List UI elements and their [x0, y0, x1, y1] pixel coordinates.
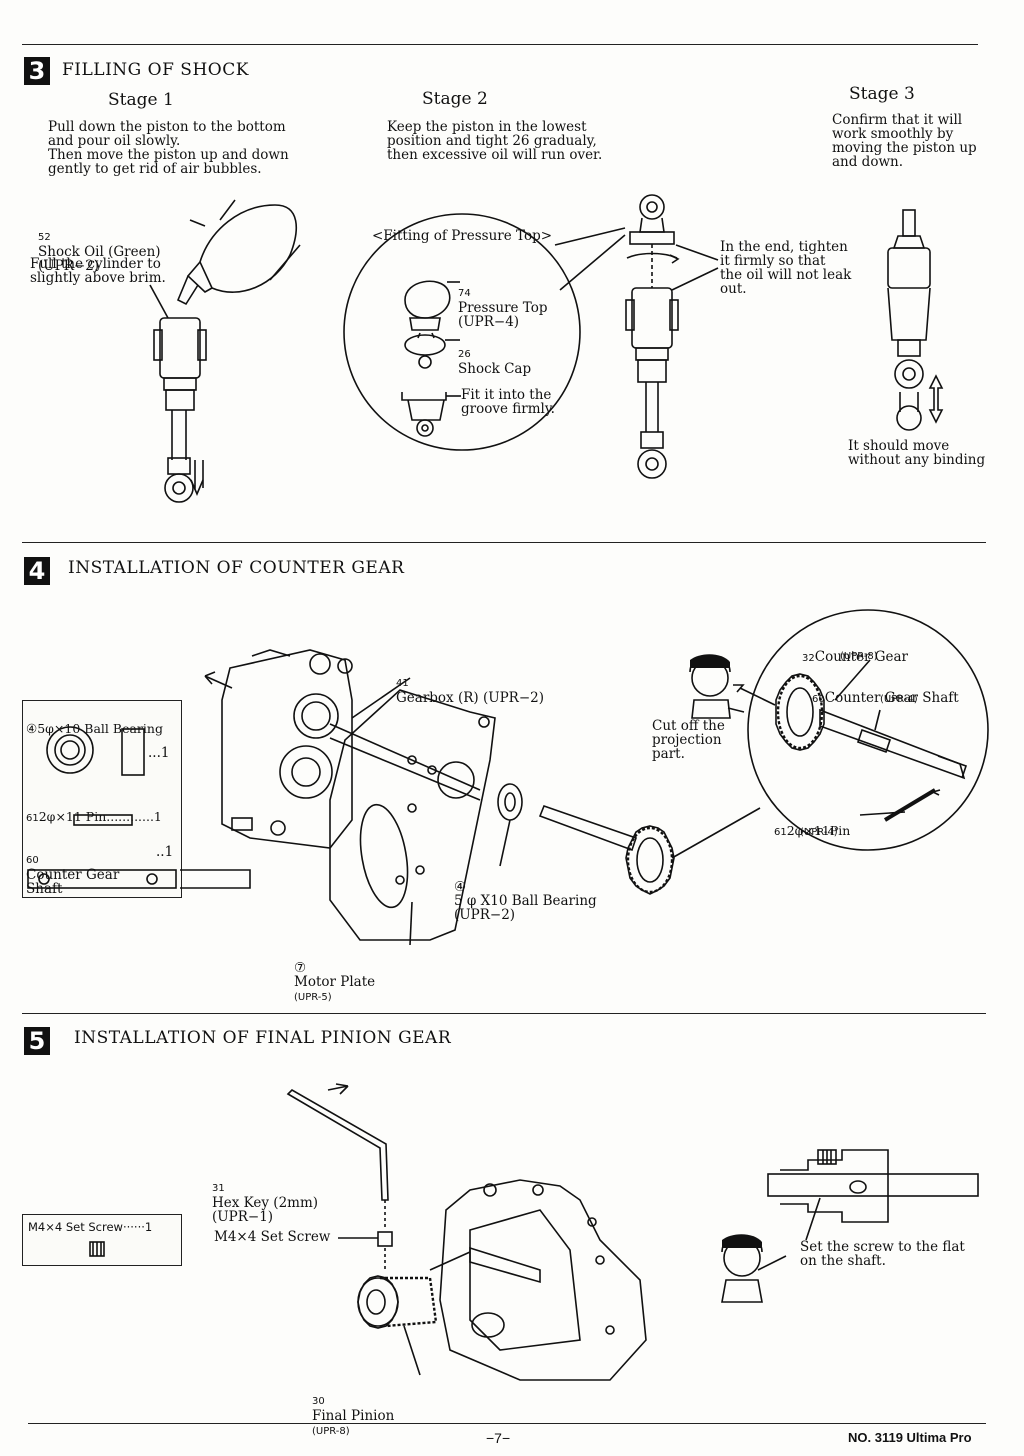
stage-3-title: Stage 3	[849, 84, 915, 104]
cg-shaft-ref: (UPR-4)	[880, 694, 918, 705]
shock-oil-text: Shock Oil (Green) (UPR−2)	[38, 244, 161, 274]
stage-2-text: Keep the piston in the lowest position a…	[387, 119, 603, 163]
pin-ref: (UPR-4)	[800, 827, 838, 838]
set-screw-label: M4×4 Set Screw	[214, 1229, 331, 1245]
pressure-top-number: 74	[458, 288, 471, 299]
cut-off-label: Cut off the projection part.	[652, 718, 725, 762]
box-bearing-qty: ...1	[148, 745, 170, 761]
box-set-screw-label: M4×4 Set Screw······1	[28, 1220, 153, 1234]
motor-plate-number: ⑦	[294, 960, 307, 976]
cg-shaft-text: Counter Gear Shaft	[824, 690, 959, 706]
fitting-title: <Fitting of Pressure Top>	[372, 228, 553, 244]
pin-number: 61	[774, 827, 787, 838]
box-pin-label: 612φ×11 Pin............1	[26, 796, 162, 826]
counter-gear-label: 32Counter Gear	[802, 636, 908, 666]
motor-plate-label: ⑦ Motor Plate (UPR-5)	[294, 947, 375, 1005]
counter-gear-ref: (UPR-8)	[840, 651, 878, 662]
section-4-parts-box	[22, 700, 182, 898]
bottom-rule	[28, 1423, 986, 1424]
shock-oil-number: 52	[38, 232, 51, 243]
shock-oil-label: 52 Shock Oil (Green) (UPR−2)	[38, 215, 161, 273]
motor-plate-ref: (UPR-5)	[294, 992, 332, 1003]
pressure-top-text: Pressure Top (UPR−4)	[458, 300, 548, 330]
shock-cap-label: 26 Shock Cap	[458, 332, 531, 376]
page-number: −7−	[486, 1430, 511, 1446]
box-shaft-text: Counter Gear Shaft	[26, 867, 120, 897]
box-shaft-qty: ..1	[156, 844, 174, 860]
pin-text: 2φ×11Pin	[786, 823, 851, 838]
tighten-label: In the end, tighten it firmly so that th…	[720, 239, 852, 297]
section-5-badge: 5	[24, 1027, 50, 1055]
section-4-badge: 4	[24, 557, 50, 585]
shock-diagrams	[149, 194, 944, 503]
bearing-text: 5 φ X10 Ball Bearing (UPR−2)	[454, 893, 597, 923]
stage-2-title: Stage 2	[422, 89, 488, 109]
pin-label: 612φ×11Pin	[774, 810, 850, 840]
final-pinion-number: 30	[312, 1396, 325, 1407]
stage-1-title: Stage 1	[108, 90, 174, 110]
shock-cap-text: Shock Cap	[458, 361, 532, 377]
document-number: NO. 3119 Ultima Pro	[848, 1430, 972, 1445]
hex-key-number: 31	[212, 1183, 225, 1194]
move-label: It should move without any binding	[848, 438, 986, 468]
cg-shaft-label: 60Counter Gear Shaft	[812, 677, 959, 707]
final-pinion-ref: (UPR-8)	[312, 1426, 350, 1437]
box-bearing-number: ④	[26, 721, 38, 736]
motor-plate-text: Motor Plate	[294, 974, 376, 990]
bearing-label: ④ 5 φ X10 Ball Bearing (UPR−2)	[454, 866, 597, 922]
counter-gear-number: 32	[802, 653, 815, 664]
hex-key-label: 31 Hex Key (2mm) (UPR−1)	[212, 1166, 318, 1224]
section-3-badge: 3	[24, 57, 50, 85]
section-5-parts-box	[22, 1214, 182, 1266]
box-shaft-number: 60	[26, 855, 39, 866]
section-3-title: FILLING OF SHOCK	[62, 60, 249, 80]
pressure-top-label: 74 Pressure Top (UPR−4)	[458, 271, 548, 329]
hex-key-text: Hex Key (2mm) (UPR−1)	[212, 1195, 319, 1225]
counter-gear-text: Counter Gear	[814, 649, 909, 665]
section-5-title: INSTALLATION OF FINAL PINION GEAR	[74, 1028, 452, 1048]
counter-gear-diagram	[27, 609, 989, 946]
cg-shaft-number: 60	[812, 694, 825, 705]
section-4-rule	[22, 542, 986, 543]
section-4-title: INSTALLATION OF COUNTER GEAR	[68, 558, 405, 578]
box-pin-number: 61	[26, 813, 39, 824]
fill-cylinder-label: Full the cylinder to slightly above brim…	[30, 256, 166, 286]
section-5-rule	[22, 1013, 986, 1014]
box-pin-text: 2φ×11 Pin............1	[38, 809, 162, 824]
shock-cap-number: 26	[458, 349, 471, 360]
stage-1-text: Pull down the piston to the bottom and p…	[48, 119, 289, 177]
fit-groove-label: Fit it into the groove firmly.	[461, 387, 555, 417]
flat-label: Set the screw to the flat on the shaft.	[800, 1239, 965, 1269]
box-shaft-label: 60 Counter Gear Shaft	[26, 838, 119, 896]
final-pinion-text: Final Pinion	[312, 1408, 395, 1424]
stage-3-text: Confirm that it will work smoothly by mo…	[832, 112, 977, 170]
top-rule	[22, 44, 978, 45]
final-pinion-label: 30 Final Pinion (UPR-8)	[312, 1379, 394, 1439]
